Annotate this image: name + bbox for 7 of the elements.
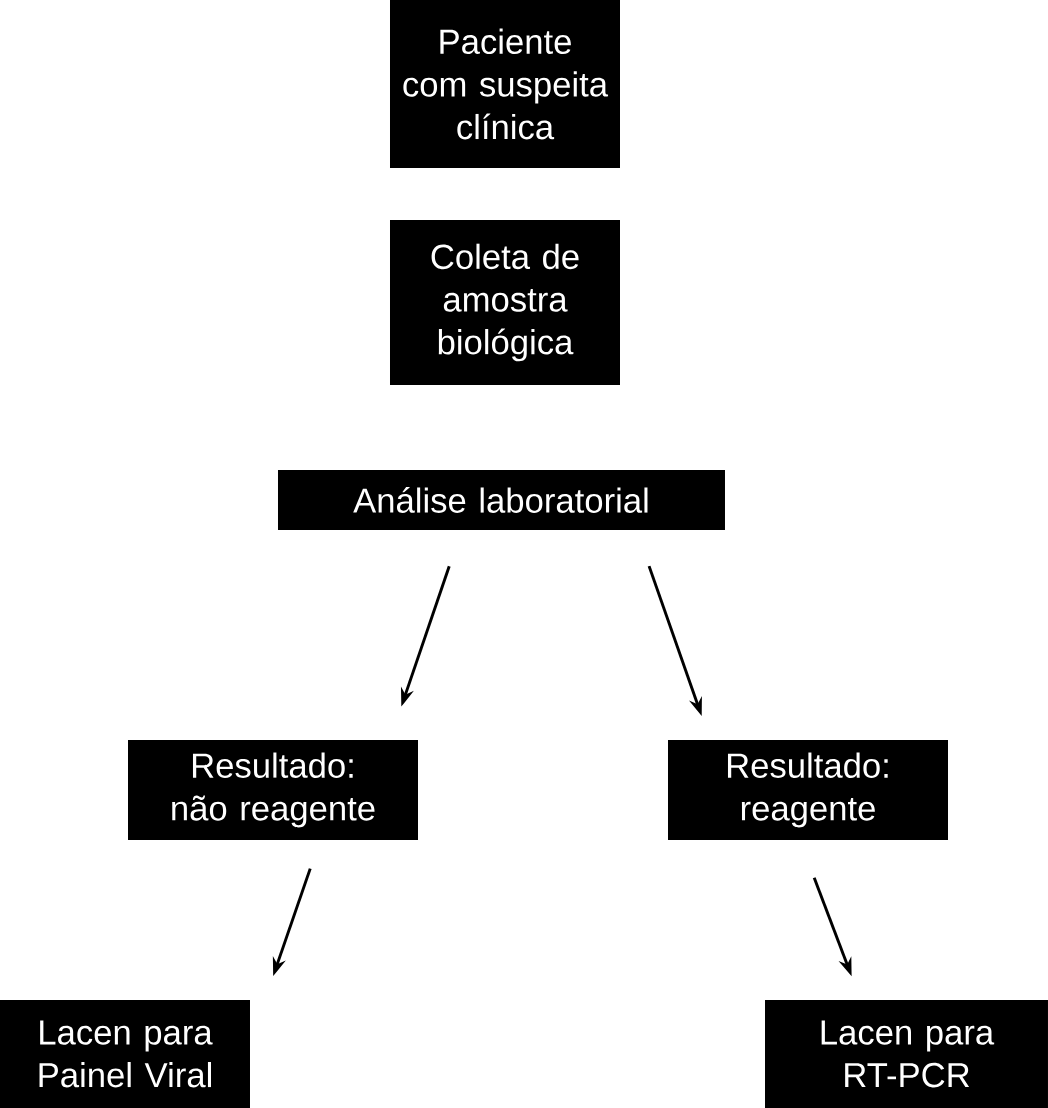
process-box: Lacen para Painel Viral [0, 1000, 250, 1108]
process-box: Coleta de amostra biológica [390, 220, 620, 385]
process-box: Paciente com suspeita clínica [390, 0, 620, 168]
process-box: Lacen para RT-PCR [765, 1000, 1048, 1108]
process-box: Resultado: reagente [668, 740, 948, 840]
process-box: Resultado: não reagente [128, 740, 418, 840]
process-box: Análise laboratorial [278, 470, 725, 530]
